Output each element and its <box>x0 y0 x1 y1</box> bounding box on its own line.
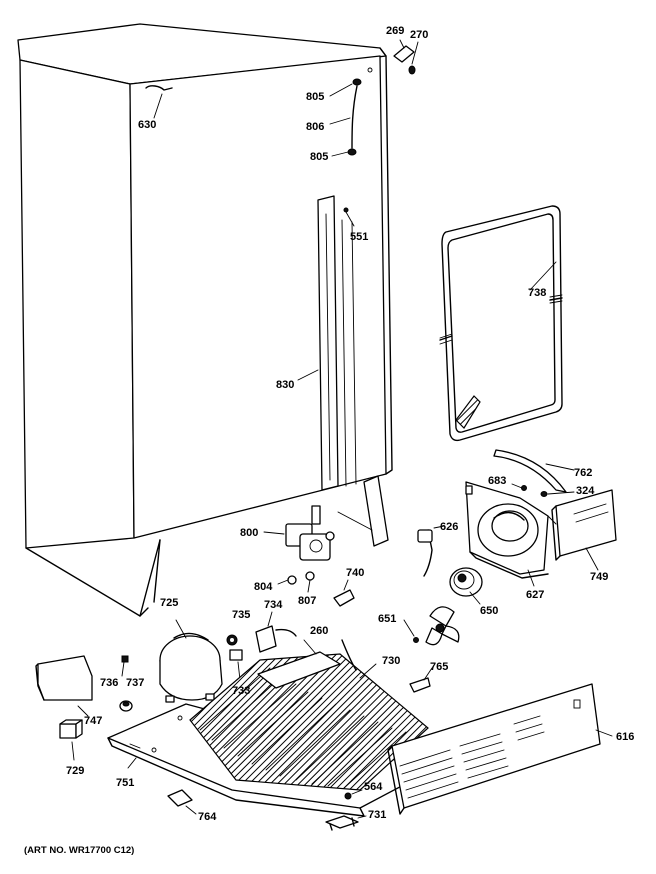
label-751: 751 <box>116 777 134 789</box>
label-324: 324 <box>576 485 595 497</box>
label-725: 725 <box>160 597 178 609</box>
part-734-733 <box>229 611 297 681</box>
label-733: 733 <box>232 685 250 697</box>
label-616: 616 <box>616 731 634 743</box>
label-806: 806 <box>306 121 324 133</box>
label-269: 269 <box>386 25 404 37</box>
label-731: 731 <box>368 809 386 821</box>
label-683: 683 <box>488 475 506 487</box>
label-650: 650 <box>480 605 498 617</box>
part-626 <box>417 525 445 577</box>
label-270: 270 <box>410 29 428 41</box>
label-729: 729 <box>66 765 84 777</box>
label-651: 651 <box>378 613 396 625</box>
label-805-bottom: 805 <box>310 151 328 163</box>
part-650-fan-motor <box>449 567 483 605</box>
part-805-806-tube <box>329 78 362 157</box>
label-630: 630 <box>138 119 156 131</box>
label-805-top: 805 <box>306 91 324 103</box>
part-738-gasket <box>439 205 563 442</box>
label-804: 804 <box>254 581 273 593</box>
label-807: 807 <box>298 595 316 607</box>
cabinet <box>17 23 393 617</box>
part-736-737 <box>119 655 133 712</box>
part-749-cover <box>551 489 617 571</box>
label-734: 734 <box>264 599 283 611</box>
label-551: 551 <box>350 231 368 243</box>
label-260: 260 <box>310 625 328 637</box>
part-683-324 <box>511 483 575 497</box>
part-764 <box>167 789 197 815</box>
label-737: 737 <box>126 677 144 689</box>
label-747: 747 <box>84 715 102 727</box>
part-729 <box>59 719 83 761</box>
part-765 <box>409 667 433 693</box>
label-735: 735 <box>232 609 250 621</box>
part-725-compressor <box>159 619 223 703</box>
part-616-grille <box>387 683 613 815</box>
part-564 <box>344 789 363 800</box>
label-740: 740 <box>346 567 364 579</box>
art-number: (ART NO. WR17700 C12) <box>24 845 134 856</box>
label-626: 626 <box>440 521 458 533</box>
part-730-condenser <box>107 639 433 817</box>
label-738: 738 <box>528 287 546 299</box>
part-269-270 <box>393 39 419 75</box>
label-730: 730 <box>382 655 400 667</box>
label-736: 736 <box>100 677 118 689</box>
label-749: 749 <box>590 571 608 583</box>
label-765: 765 <box>430 661 448 673</box>
part-627-fan-shroud <box>465 481 557 587</box>
label-564: 564 <box>364 781 383 793</box>
part-651-fan-blade <box>403 606 460 646</box>
part-762 <box>493 449 575 493</box>
label-830: 830 <box>276 379 294 391</box>
part-740 <box>333 579 355 607</box>
part-630 <box>145 85 173 119</box>
label-800: 800 <box>240 527 258 539</box>
part-804-807 <box>277 571 315 593</box>
part-747 <box>35 655 93 717</box>
part-551 <box>343 207 355 227</box>
label-764: 764 <box>198 811 217 823</box>
part-labels: 269 270 630 805 806 805 551 738 830 762 … <box>24 25 634 856</box>
part-731 <box>325 815 367 831</box>
part-735 <box>226 634 238 646</box>
label-762: 762 <box>574 467 592 479</box>
part-800-valve <box>263 505 335 561</box>
label-627: 627 <box>526 589 544 601</box>
